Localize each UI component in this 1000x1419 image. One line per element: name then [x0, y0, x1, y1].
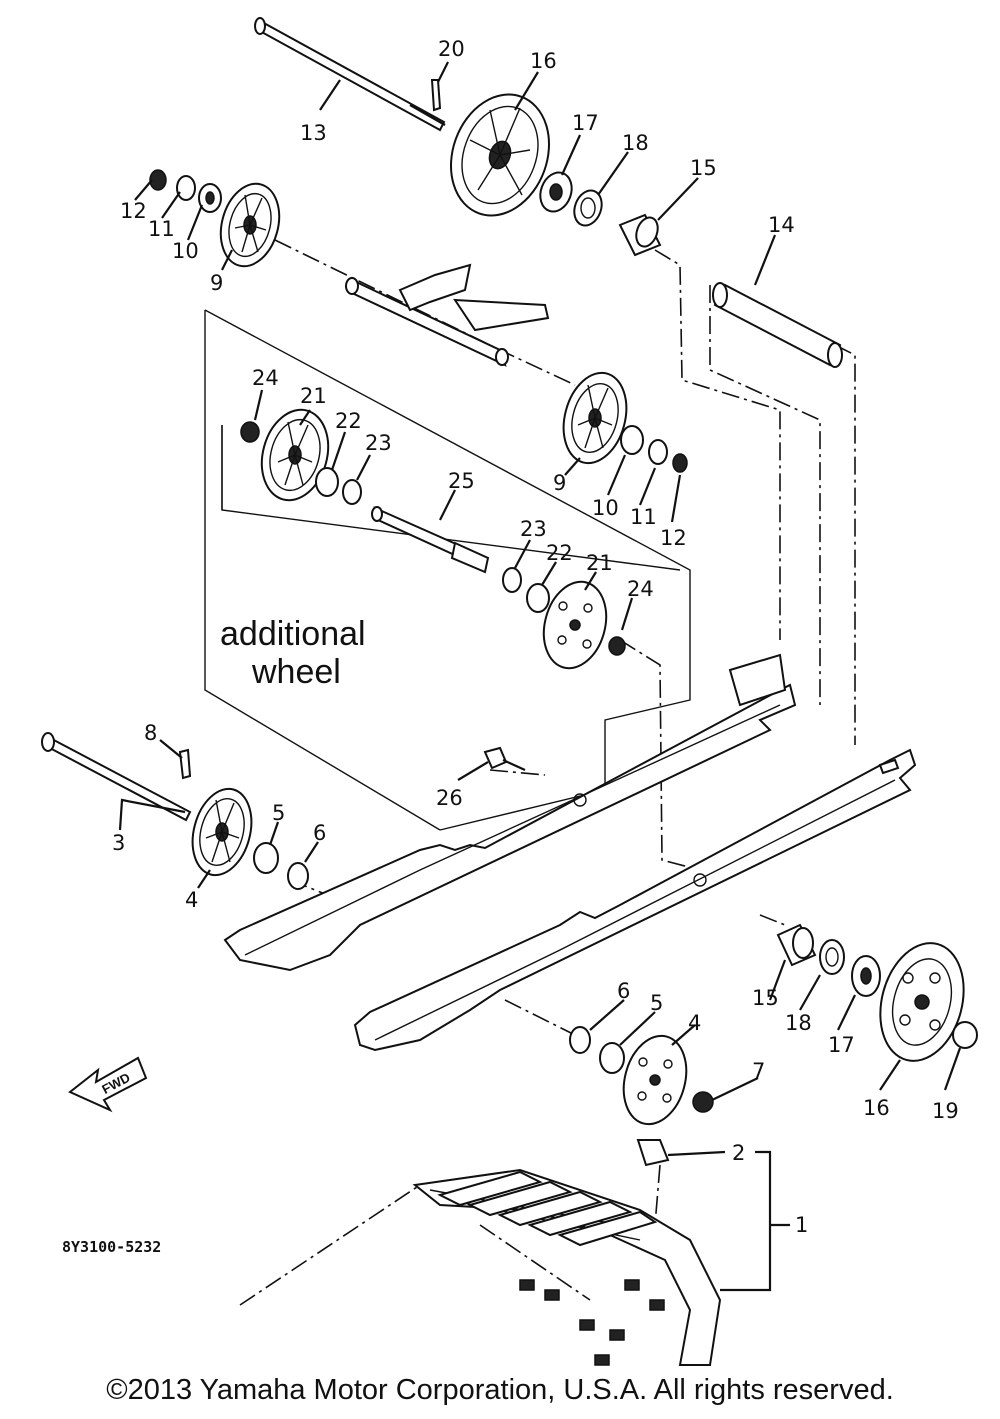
pin-8 [178, 748, 192, 780]
callout-4-right: 4 [688, 1011, 701, 1035]
callout-16-bottom: 16 [863, 1096, 890, 1120]
callout-5-left: 5 [272, 801, 285, 825]
collar-15-bottom [776, 923, 817, 967]
callout-23-right: 23 [520, 517, 547, 541]
callout-16-top: 16 [530, 49, 557, 73]
callout-1: 1 [795, 1213, 808, 1237]
callout-25: 25 [448, 469, 475, 493]
callout-11-top: 11 [148, 217, 175, 241]
callout-5-right: 5 [650, 991, 663, 1015]
wheel-4-left [191, 787, 253, 877]
bearing-22-right [526, 583, 550, 613]
callout-9-mid: 9 [553, 471, 566, 495]
washer-6-left [287, 862, 309, 890]
callout-24-left: 24 [252, 366, 279, 390]
callout-22-right: 22 [546, 541, 573, 565]
callout-24-right: 24 [627, 577, 654, 601]
callout-15-bottom: 15 [752, 986, 779, 1010]
fwd-arrow-icon: FWD [68, 1056, 148, 1113]
callout-6-right: 6 [617, 979, 630, 1003]
bearing-22-left [315, 467, 339, 497]
copyright-notice: ©2013 Yamaha Motor Corporation, U.S.A. A… [106, 1374, 894, 1406]
callout-18-bottom: 18 [785, 1011, 812, 1035]
callout-12-top: 12 [120, 199, 147, 223]
wheel-9-top [219, 182, 281, 268]
callout-23-left: 23 [365, 431, 392, 455]
callout-18-top: 18 [622, 131, 649, 155]
spacer-23-right [502, 567, 522, 593]
callout-3: 3 [112, 831, 125, 855]
additional-wheel-box [204, 309, 691, 831]
pivot-arm [345, 263, 550, 367]
track-1 [412, 1168, 722, 1366]
callout-17-top: 17 [572, 111, 599, 135]
callout-13: 13 [300, 121, 327, 145]
circlip-18-top [573, 189, 603, 227]
nut-12-mid [672, 453, 688, 473]
callout-10-mid: 10 [592, 496, 619, 520]
callout-17-bottom: 17 [828, 1033, 855, 1057]
clip-2 [636, 1139, 670, 1167]
bearing-5-right [599, 1042, 625, 1074]
shaft-3 [41, 732, 192, 822]
callout-26: 26 [436, 786, 463, 810]
bearing-10-top [198, 183, 222, 213]
wheel-9-mid [562, 371, 628, 465]
bearing-17-top [539, 171, 573, 213]
callout-20: 20 [438, 37, 465, 61]
callout-15-top: 15 [690, 156, 717, 180]
wheel-21-left [260, 408, 330, 502]
bearing-17-bottom [851, 955, 881, 997]
callout-9-top: 9 [210, 271, 223, 295]
callout-22-left: 22 [335, 409, 362, 433]
assembly-guide-lines [239, 239, 856, 1306]
axle-25 [371, 506, 490, 574]
callout-21-right: 21 [586, 551, 613, 575]
idler-wheel-16-bottom [879, 942, 965, 1062]
callout-14: 14 [768, 213, 795, 237]
spacer-23-left [342, 479, 362, 505]
callout-19: 19 [932, 1099, 959, 1123]
shaft-13 [254, 17, 446, 132]
callout-10-top: 10 [172, 239, 199, 263]
idler-wheel-16-top [450, 93, 550, 217]
washer-11-mid [648, 439, 668, 465]
nut-24-right [608, 636, 626, 656]
callout-6-left: 6 [313, 821, 326, 845]
nut-7 [692, 1091, 714, 1113]
slide-rail-left [223, 683, 797, 972]
circlip-18-bottom [819, 939, 845, 975]
callout-numbers: 20 16 13 17 18 15 14 12 11 10 9 24 21 22… [112, 37, 959, 1237]
slide-rail-right [353, 748, 917, 1052]
washer-11-top [176, 175, 196, 201]
bracket-rear [728, 653, 787, 707]
bearing-5-left [253, 842, 279, 874]
wheel-21-right [542, 580, 608, 670]
collar-15-top [618, 213, 662, 257]
bearing-10-mid [620, 425, 644, 455]
nut-12-top [149, 169, 167, 191]
wheel-4-right [622, 1034, 688, 1126]
washer-6-right [569, 1026, 591, 1054]
cap-19 [952, 1021, 978, 1049]
pin-20 [430, 79, 442, 112]
callout-2: 2 [732, 1141, 745, 1165]
callout-7: 7 [752, 1059, 765, 1083]
additional-wheel-label-line2: wheel [251, 653, 341, 691]
additional-wheel-label-line1: additional [220, 615, 366, 653]
leader-lines [118, 61, 962, 1292]
callout-21-left: 21 [300, 384, 327, 408]
nut-24-left [240, 421, 260, 443]
callout-8: 8 [144, 721, 157, 745]
callout-4-left: 4 [185, 888, 198, 912]
diagram-code: 8Y3100-5232 [62, 1238, 161, 1256]
callout-12-mid: 12 [660, 526, 687, 550]
shaft-14 [712, 282, 843, 368]
callout-11-mid: 11 [630, 505, 657, 529]
bolt-26 [483, 746, 526, 772]
